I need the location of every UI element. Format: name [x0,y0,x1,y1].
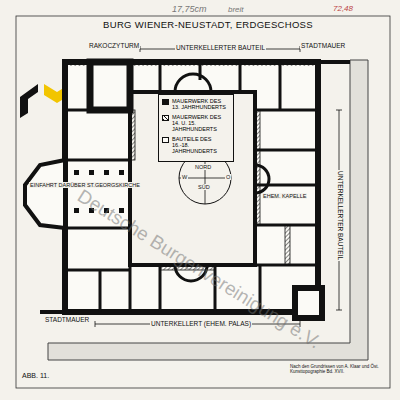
figure-caption: ABB. 11. [22,372,49,380]
legend-swatch [162,115,169,121]
legend-text: MAUERWERK DES 13. JAHRHUNDERTS [172,98,230,111]
legend-swatch [162,99,169,105]
pencil-note: breit [228,5,244,14]
wall-label: STADTMAUER [44,316,90,323]
section-label: UNTERKELLERT (EHEM. PALAS) [150,320,252,327]
legend-text: MAUERWERK DES 14. U. 15. JAHRHUNDERTS [172,114,230,133]
legend-row: MAUERWERK DES 13. JAHRHUNDERTS [162,98,230,111]
room-label: EHEM. KAPELLE [262,193,307,199]
legend-box: MAUERWERK DES 13. JAHRHUNDERTS MAUERWERK … [158,94,234,162]
legend-swatch [162,137,169,143]
compass-label: SÜD [197,184,211,190]
legend-row: BAUTEILE DES 16.-18. JAHRHUNDERTS [162,136,230,155]
wall-label: STADTMAUER [300,42,346,49]
section-label: UNTERKELLERTER BAUTEIL [337,170,344,261]
pencil-note: 72,48 [333,4,353,13]
pencil-note: 17,75cm [172,4,207,14]
compass-label: NORD [194,164,212,170]
compass-label: W [181,174,188,180]
tower-label: RAKOCZYTURM [88,42,140,49]
legend-text: BAUTEILE DES 16.-18. JAHRHUNDERTS [172,136,230,155]
source-note: Nach den Grundrissen von A. Klaar und Ös… [290,364,385,374]
legend-row: MAUERWERK DES 14. U. 15. JAHRHUNDERTS [162,114,230,133]
plan-title: BURG WIENER-NEUSTADT, ERDGESCHOSS [88,20,328,31]
compass-label: O [225,174,231,180]
section-label: UNTERKELLERTER BAUTEIL [175,44,266,51]
